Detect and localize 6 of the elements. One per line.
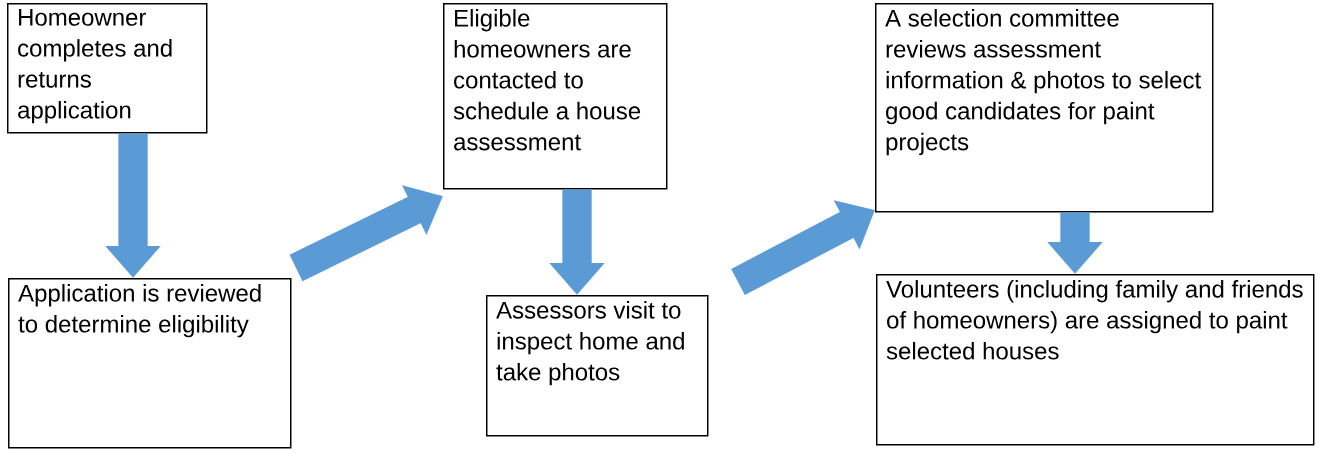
process-box: A selection committee reviews assessment information & photos to select good candidates for paint projects	[875, 3, 1214, 213]
process-box: Assessors visit to inspect home and take photos	[486, 295, 709, 437]
process-box: Homeowner completes and returns application	[7, 3, 208, 134]
process-box: Application is reviewed to determine eligibility	[8, 278, 292, 449]
process-box: Volunteers (including family and friends of homeowners) are assigned to paint selected houses	[876, 274, 1315, 446]
process-box: Eligible homeowners are contacted to schedule a house assessment	[443, 3, 668, 190]
